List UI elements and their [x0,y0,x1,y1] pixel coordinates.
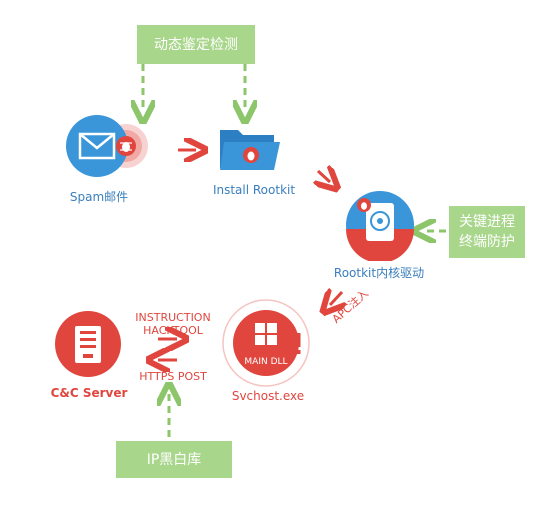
cc-server-label: C&C Server [50,386,128,400]
terminal-protection-box: 关键进程 终端防护 [449,206,525,258]
instruction-label-line2: HACKTOOL [143,324,203,337]
folder-bug-icon [220,130,280,170]
instruction-label: INSTRUCTION HACKTOOL [128,311,218,337]
spam-mail-icon [66,115,148,177]
dynamic-detection-box: 动态鉴定检测 [137,25,255,64]
server-icon [55,311,121,377]
arrow-rootkit-to-driver [318,171,330,182]
svchost-inner-label: MAIN DLL [244,357,288,367]
rootkit-driver-label: Rootkit内核驱动 [333,266,425,280]
ip-blacklist-box: IP黑白库 [116,441,232,478]
terminal-protection-line1: 关键进程 [459,214,515,230]
instruction-label-line1: INSTRUCTION [135,311,211,324]
spam-mail-label: Spam邮件 [69,190,129,204]
https-post-label: HTTPS POST [139,370,207,383]
svchost-icon [222,299,310,387]
rootkit-driver-icon [346,191,414,261]
install-rootkit-label: Install Rootkit [212,183,296,197]
svchost-label: Svchost.exe [231,389,305,403]
arrow-driver-to-svchost [330,292,342,305]
terminal-protection-line2: 终端防护 [459,234,515,250]
